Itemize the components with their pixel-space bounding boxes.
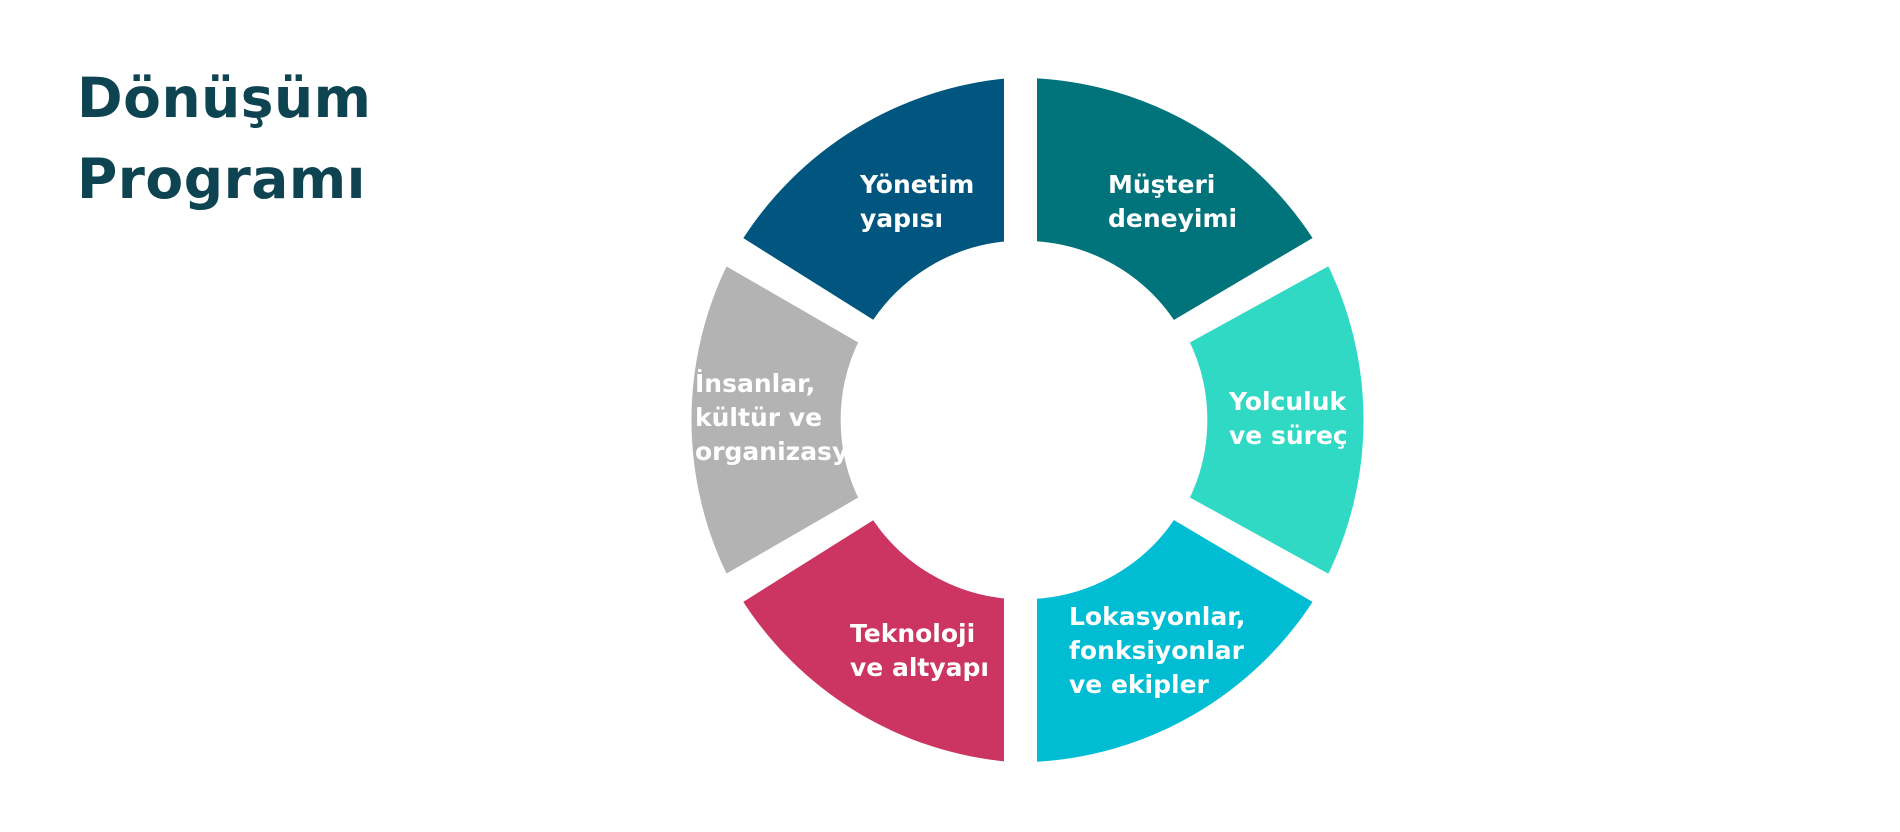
segment-teknoloji: Teknoloji ve altyapı [729,506,1016,774]
segment-musteri-label-line-1: Müşteri [1108,170,1215,199]
segment-insanlar-shape [679,252,872,588]
segment-lokasyonlar: Lokasyonlar, fonksiyonlar ve ekipler [1025,506,1327,774]
segment-lokasyonlar-label-line-1: Lokasyonlar, [1069,602,1245,631]
segment-teknoloji-shape [729,506,1016,774]
segment-yonetim-shape [729,66,1016,334]
segment-yolculuk: Yolculuk ve süreç [1176,252,1376,588]
segment-lokasyonlar-shape [1025,506,1327,774]
segment-musteri-shape [1025,66,1327,334]
title-line-1: Dönüşüm [77,66,372,130]
segment-teknoloji-label-line-1: Teknoloji [850,619,975,648]
segment-musteri-label: Müşteri deneyimi [1108,170,1237,233]
segment-teknoloji-label-line-2: ve altyapı [850,653,989,682]
segment-lokasyonlar-label-line-3: ve ekipler [1069,670,1210,699]
segment-insanlar-label-line-3: organizasyon [695,437,883,466]
segment-teknoloji-label: Teknoloji ve altyapı [850,619,989,682]
title-line-2: Programı [77,147,366,211]
segment-yonetim-label-line-1: Yönetim [859,170,974,199]
segment-insanlar: İnsanlar, kültür ve organizasyon [679,252,883,588]
segment-musteri-label-line-2: deneyimi [1108,204,1237,233]
segment-insanlar-label-line-2: kültür ve [695,403,822,432]
segment-musteri: Müşteri deneyimi [1025,66,1327,334]
segment-yolculuk-shape [1176,252,1376,588]
segment-insanlar-label-line-1: İnsanlar, [695,368,815,398]
segment-yonetim-label-line-2: yapısı [860,204,943,233]
segment-lokasyonlar-label-line-2: fonksiyonlar [1069,636,1245,665]
segment-yonetim-label: Yönetim yapısı [859,170,983,233]
segment-yolculuk-label-line-2: ve süreç [1229,421,1348,450]
page-title: Dönüşüm Programı [77,58,371,220]
segment-yolculuk-label: Yolculuk ve süreç [1228,387,1355,450]
segment-insanlar-label: İnsanlar, kültür ve organizasyon [695,368,883,466]
segment-yonetim: Yönetim yapısı [729,66,1016,334]
segment-lokasyonlar-label: Lokasyonlar, fonksiyonlar ve ekipler [1069,602,1254,699]
segment-yolculuk-label-line-1: Yolculuk [1228,387,1348,416]
